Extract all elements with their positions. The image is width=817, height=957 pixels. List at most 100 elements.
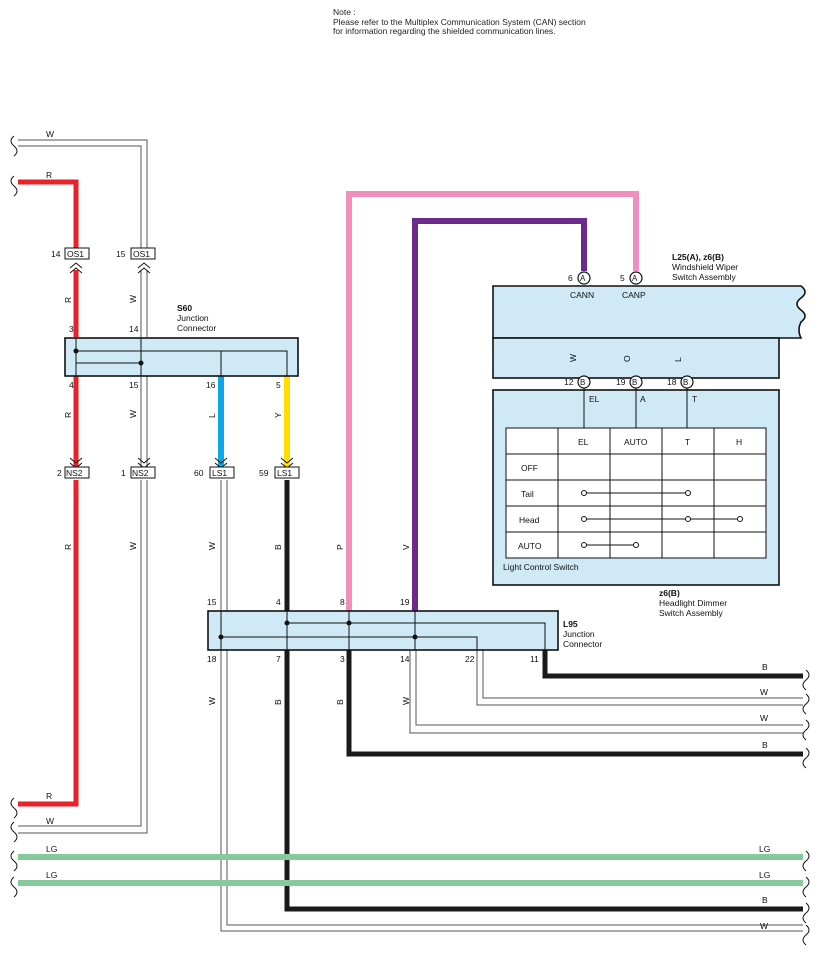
ls1-pin-1: 60 <box>194 468 204 478</box>
wire-w-bottom-outer <box>18 480 148 834</box>
switch-row-off: OFF <box>521 463 538 473</box>
wire-w-bottom-inner <box>18 480 142 827</box>
label-w-v4: W <box>207 542 217 550</box>
label-lg-1-left: LG <box>46 844 57 854</box>
label-w-right-3: W <box>760 921 768 931</box>
windshield-wiper-switch-assembly: A A 6 5 CANN CANP L25(A), z6(B) Windshie… <box>492 252 806 379</box>
label-p-v: P <box>335 544 345 550</box>
junction-connector-l95: L95 Junction Connector 15 4 8 19 18 7 3 … <box>207 597 602 664</box>
wire-w-top-inner <box>18 145 142 257</box>
l95-pin-8: 8 <box>340 597 345 607</box>
wiper-desc-1: Windshield Wiper <box>672 262 738 272</box>
dimmer-pin-19: 19 <box>616 377 626 387</box>
s60-body <box>64 337 299 377</box>
label-dimmer-l: L <box>673 357 683 362</box>
label-r-top: R <box>46 170 52 180</box>
label-w-top: W <box>46 129 54 139</box>
note: Note : Please refer to the Multiplex Com… <box>333 7 586 37</box>
l95-desc-2: Connector <box>563 639 602 649</box>
label-dimmer-w: W <box>568 354 578 362</box>
inline-connector-ls1: LS1 60 LS1 59 <box>194 457 300 479</box>
s60-desc-1: Junction <box>177 313 209 323</box>
switch-col-auto: AUTO <box>624 437 648 447</box>
wire-black-pin3-out <box>346 650 803 757</box>
s60-name: S60 <box>177 303 192 313</box>
l95-desc-1: Junction <box>563 629 595 639</box>
switch-row-head: Head <box>519 515 540 525</box>
label-lg-2-left: LG <box>46 870 57 880</box>
switch-row-tail: Tail <box>521 489 534 499</box>
dimmer-term-el: EL <box>589 394 600 404</box>
wire-color-labels: W R R W LG LG LG LG B W W B B W R W R W … <box>46 129 770 931</box>
dimmer-name: z6(B) <box>659 588 680 598</box>
s60-pin-3: 3 <box>69 324 74 334</box>
wiper-name: L25(A), z6(B) <box>672 252 724 262</box>
os1-code-1: OS1 <box>67 249 84 259</box>
note-title: Note : <box>333 7 356 17</box>
wire-w-l95-bottom-outer <box>226 650 803 926</box>
dimmer-pin-12: 12 <box>564 377 574 387</box>
note-line-1: Please refer to the Multiplex Communicat… <box>333 16 586 27</box>
label-l-v: L <box>207 413 217 418</box>
s60-pin-5: 5 <box>276 380 281 390</box>
continuity-tail <box>581 490 691 496</box>
l95-name: L95 <box>563 619 578 629</box>
s60-pin-15: 15 <box>129 380 139 390</box>
junction-connector-s60: S60 Junction Connector 3 14 4 15 16 5 <box>64 303 299 390</box>
wiper-pin-6: 6 <box>568 273 573 283</box>
dimmer-term-t: T <box>692 394 697 404</box>
break-marks-right <box>802 669 810 946</box>
l95-pin-11: 11 <box>530 654 539 664</box>
label-w-v5: W <box>207 697 217 705</box>
label-dimmer-o: O <box>622 355 632 362</box>
label-w-v6: W <box>401 697 411 705</box>
label-b-right-3: B <box>762 895 768 905</box>
wiper-body <box>492 285 806 339</box>
os1-pin-1: 14 <box>51 249 61 259</box>
label-lg-2-right: LG <box>759 870 770 880</box>
label-b-v2: B <box>273 699 283 705</box>
ls1-pin-2: 59 <box>259 468 269 478</box>
s60-pin-14: 14 <box>129 324 139 334</box>
s60-desc-2: Connector <box>177 323 216 333</box>
ns2-pin-1: 2 <box>57 468 62 478</box>
wire-w-pin22-out <box>476 650 803 706</box>
label-b-right-1: B <box>762 662 768 672</box>
label-r-v3: R <box>63 544 73 550</box>
l95-pin-15: 15 <box>207 597 217 607</box>
wire-w-pin14-out <box>409 650 803 734</box>
continuity-head <box>581 516 743 522</box>
label-w-right-2: W <box>760 713 768 723</box>
label-w-v3: W <box>128 542 138 550</box>
white-wires <box>18 139 803 932</box>
wiper-desc-2: Switch Assembly <box>672 272 737 282</box>
light-control-switch-table: EL AUTO T H OFF Tail Head AUTO <box>505 427 767 559</box>
headlight-dimmer-switch-assembly: B B B 12 19 18 EL A T EL AUTO T H OFF Ta… <box>492 375 780 618</box>
wire-red-bottom <box>18 480 79 807</box>
s60-pin-4: 4 <box>69 380 74 390</box>
wire-red-top <box>18 179 79 257</box>
label-w-right-1: W <box>760 687 768 697</box>
label-r-v1: R <box>63 297 73 303</box>
l95-pin-19: 19 <box>400 597 410 607</box>
l95-pin-14: 14 <box>400 654 410 664</box>
dimmer-desc-2: Switch Assembly <box>659 608 724 618</box>
l95-body <box>207 610 559 651</box>
wiper-body-lower <box>492 337 780 379</box>
label-w-v1: W <box>128 295 138 303</box>
l95-pin-22: 22 <box>465 654 475 664</box>
ns2-code-2: NS2 <box>132 468 149 478</box>
label-y-v: Y <box>273 412 283 418</box>
dimmer-pin-18: 18 <box>667 377 677 387</box>
dimmer-conn-b-3: B <box>683 378 688 387</box>
continuity-auto <box>581 542 639 548</box>
wiper-label-canp: CANP <box>622 290 646 300</box>
wire-w-pin14-out-2 <box>415 650 803 726</box>
l95-pin-18: 18 <box>207 654 217 664</box>
inline-connector-os1: OS1 14 OS1 15 <box>51 247 156 274</box>
l95-pin-7: 7 <box>276 654 281 664</box>
switch-col-t: T <box>685 437 690 447</box>
label-w-bottom: W <box>46 816 54 826</box>
colored-wires <box>18 179 803 912</box>
